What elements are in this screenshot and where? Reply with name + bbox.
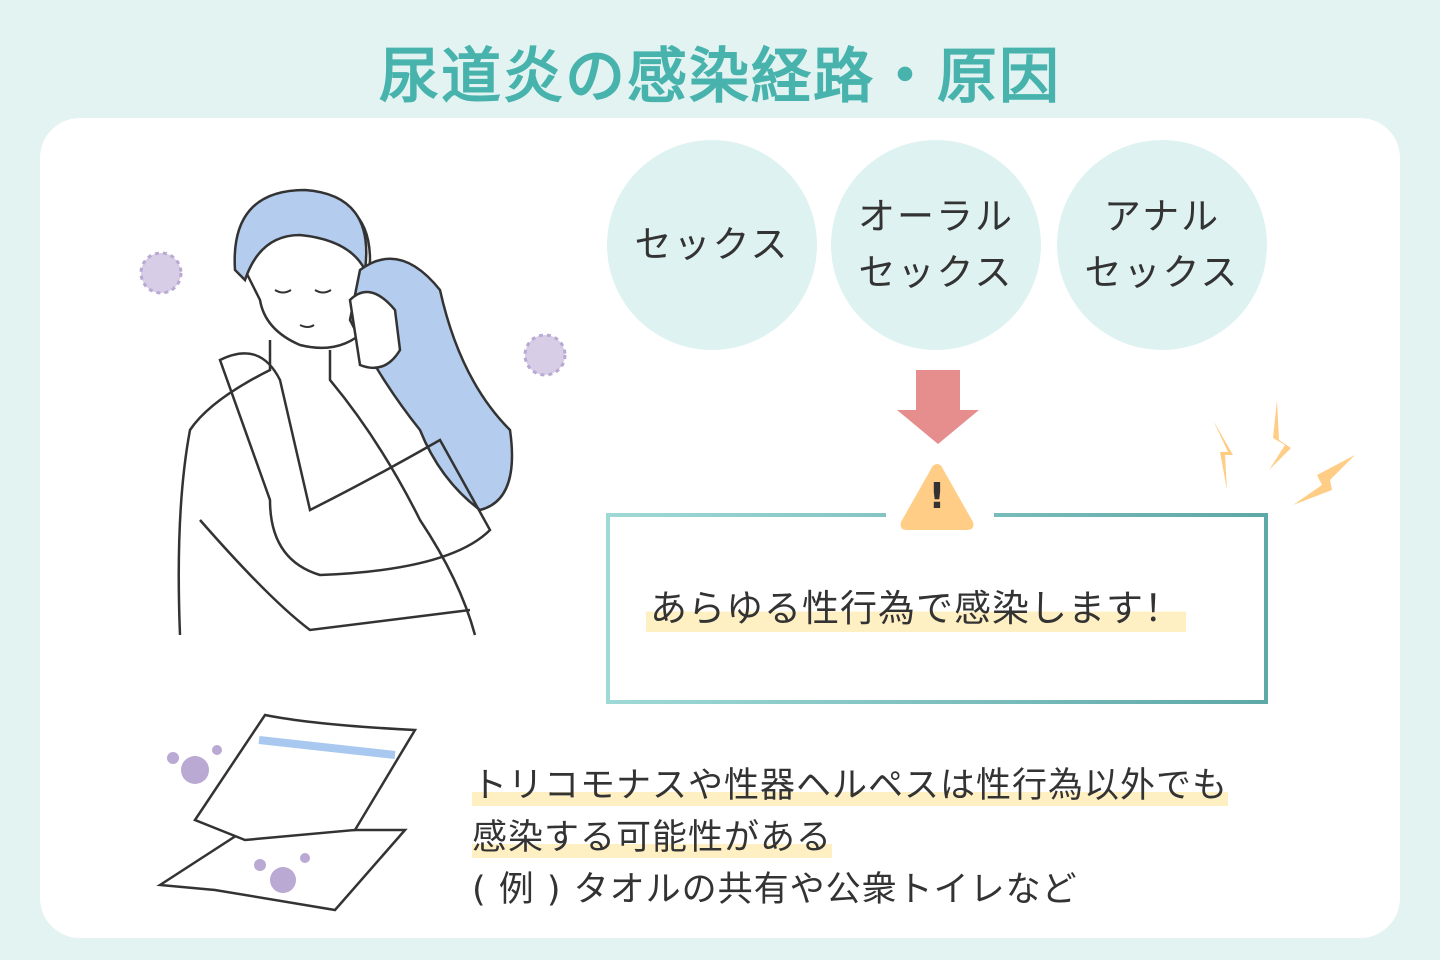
virus-icon bbox=[139, 251, 183, 295]
route-label: セックス bbox=[858, 251, 1014, 294]
route-label: セックス bbox=[1084, 251, 1240, 294]
route-sex: セックス bbox=[607, 140, 817, 350]
warning-message: あらゆる性行為で感染します！ bbox=[646, 578, 1186, 632]
note-line: 感染する可能性がある bbox=[472, 818, 833, 858]
route-oral-sex: オーラルセックス bbox=[831, 140, 1041, 350]
note-example: ( 例 ) タオルの共有や公衆トイレなど bbox=[472, 870, 1078, 910]
route-label: オーラル bbox=[858, 195, 1014, 238]
route-label: セックス bbox=[634, 223, 790, 266]
route-label: アナル bbox=[1103, 195, 1221, 238]
couple-illustration bbox=[177, 188, 514, 636]
note-text: トリコモナスや性器ヘルペスは性行為以外でも 感染する可能性がある ( 例 ) タ… bbox=[472, 760, 1229, 916]
towel-illustration bbox=[156, 713, 418, 912]
lightning-icon bbox=[1213, 400, 1355, 505]
warning-symbol: ! bbox=[928, 476, 946, 517]
down-arrow-icon bbox=[897, 370, 979, 444]
route-anal-sex: アナルセックス bbox=[1057, 140, 1267, 350]
virus-icon bbox=[523, 333, 567, 377]
page-title: 尿道炎の感染経路・原因 bbox=[379, 42, 1061, 112]
note-line: トリコモナスや性器ヘルペスは性行為以外でも bbox=[472, 766, 1229, 806]
warning-icon: ! bbox=[897, 462, 977, 532]
